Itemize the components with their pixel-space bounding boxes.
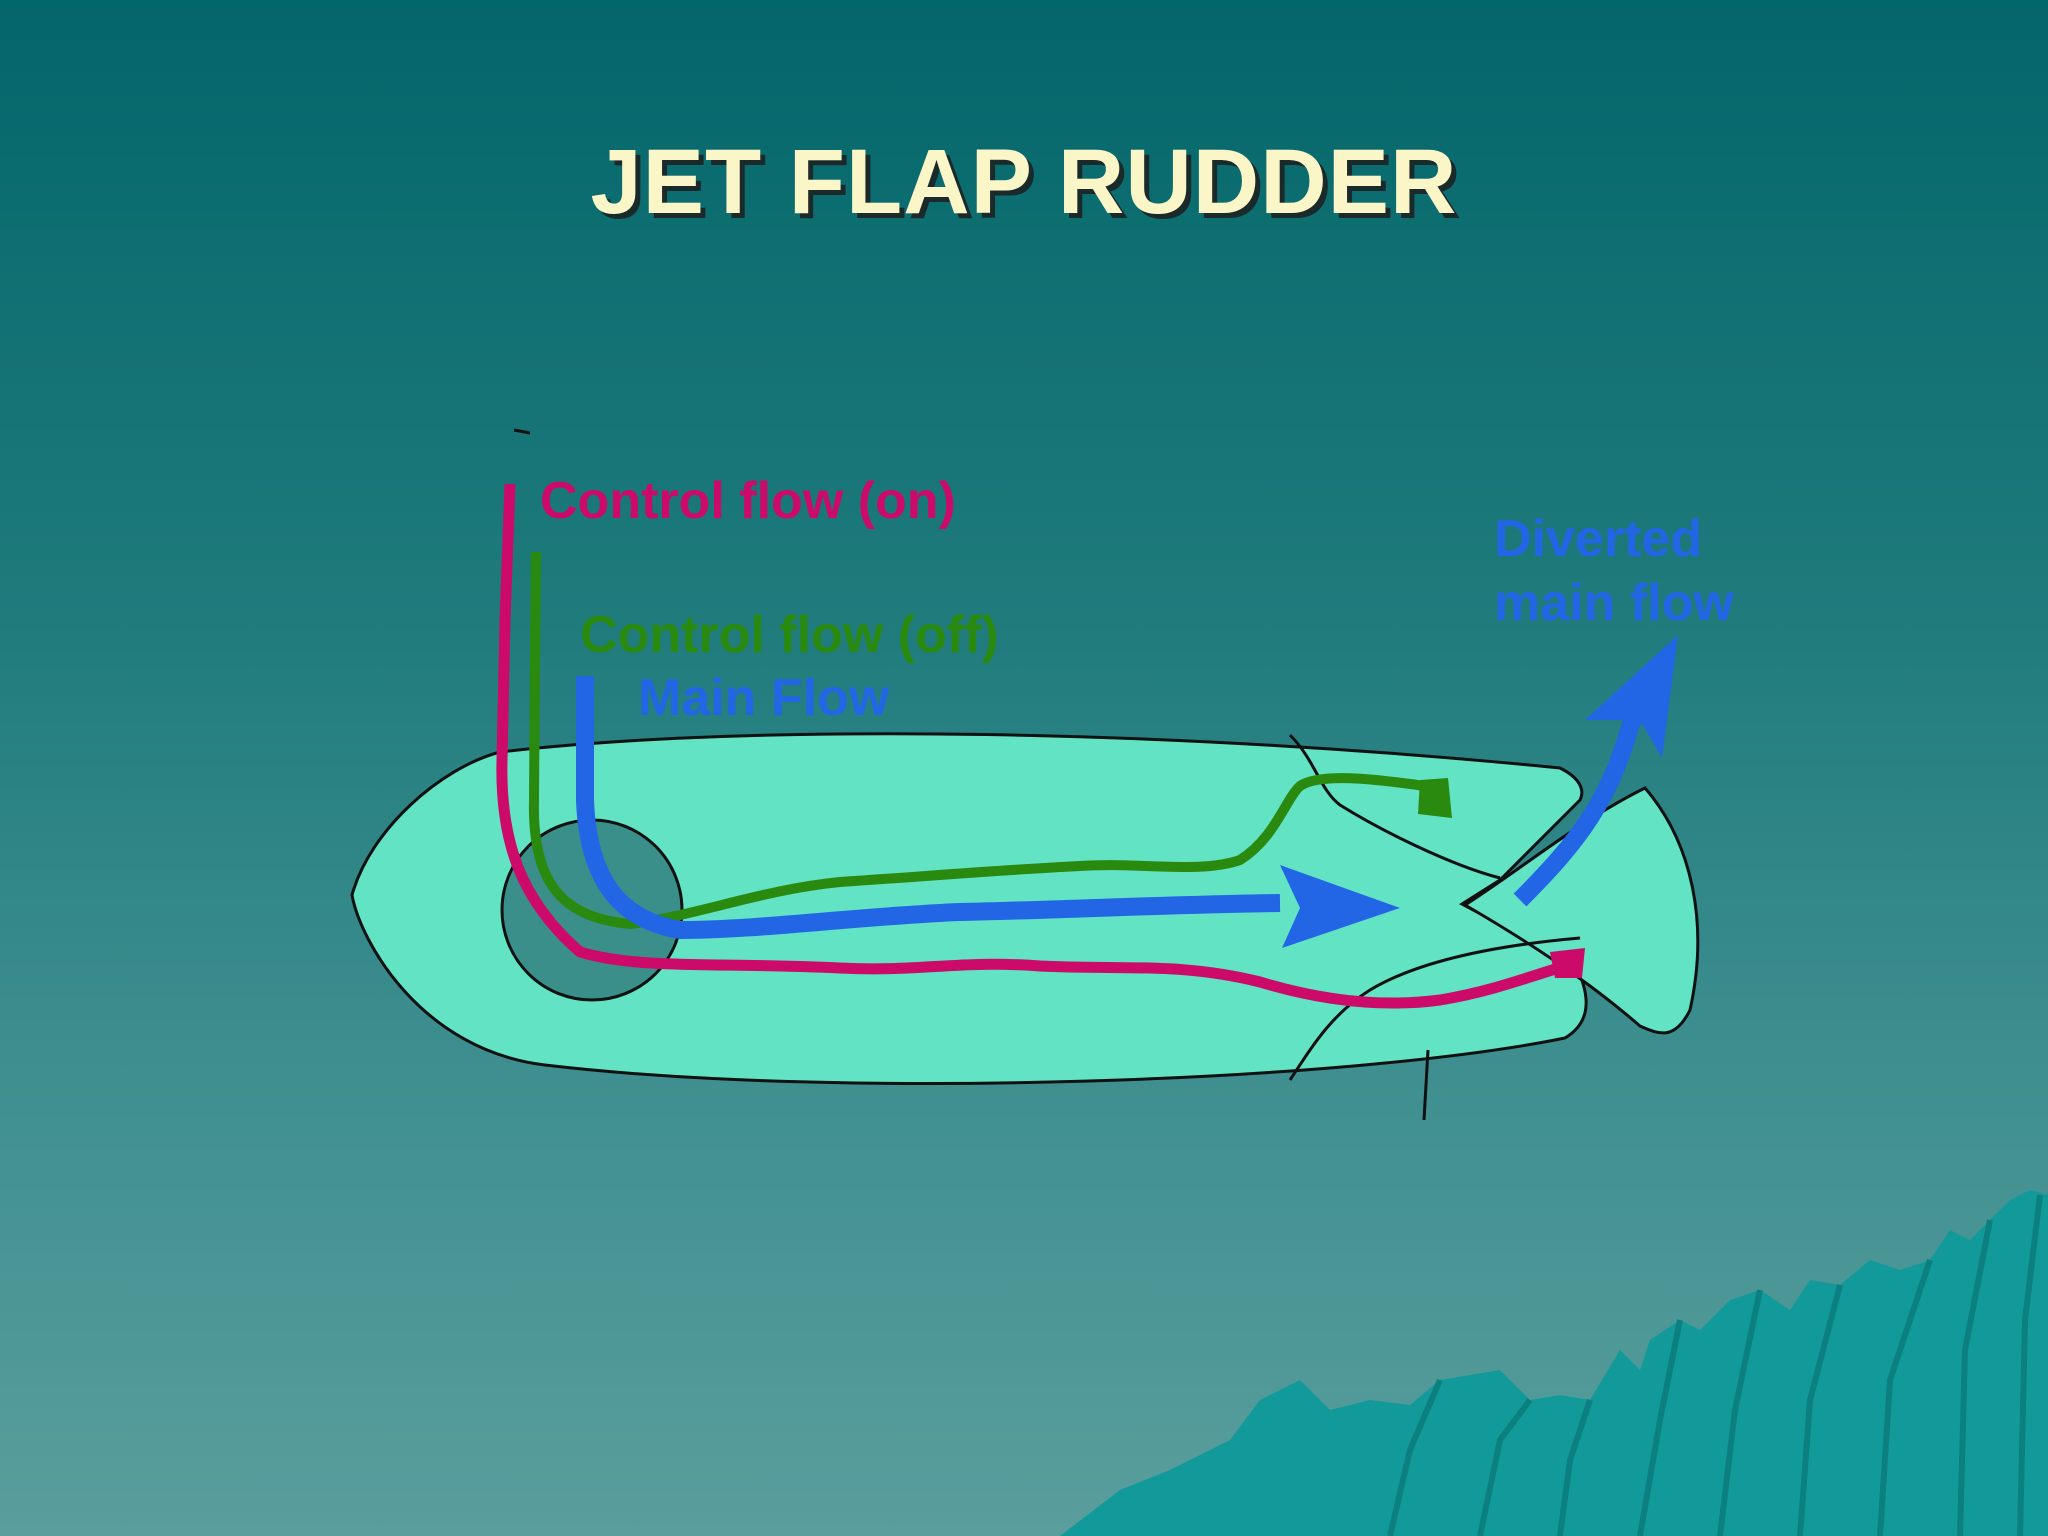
slide-title: JET FLAP RUDDER — [590, 131, 1458, 233]
mountain-ridges — [1387, 1194, 2043, 1536]
diverted-flow-arrowhead — [1585, 635, 1678, 758]
label-diverted-line-2: main flow — [1494, 574, 1734, 632]
label-control-flow-off: Control flow (off) — [580, 606, 999, 664]
mountain-range — [1060, 1190, 2048, 1536]
control-flow-off-path — [528, 551, 1450, 929]
control-flow-on-path — [496, 483, 1582, 1009]
main-flow-path — [576, 676, 1281, 939]
label-diverted-line-1: Diverted — [1494, 510, 1702, 568]
tick-line — [1422, 1049, 1430, 1121]
label-control-flow-on: Control flow (on) — [540, 472, 956, 530]
label-main-flow: Main Flow — [638, 669, 890, 727]
diverted-flow-path — [1513, 702, 1651, 907]
main-flow-arrowhead — [1280, 865, 1400, 948]
control-flow-off-arrowhead — [1418, 778, 1452, 818]
tick-line-top — [513, 428, 531, 435]
control-flow-on-tip — [1550, 948, 1585, 978]
partition-line-lower — [1288, 936, 1581, 1081]
partition-line — [1288, 733, 1501, 880]
